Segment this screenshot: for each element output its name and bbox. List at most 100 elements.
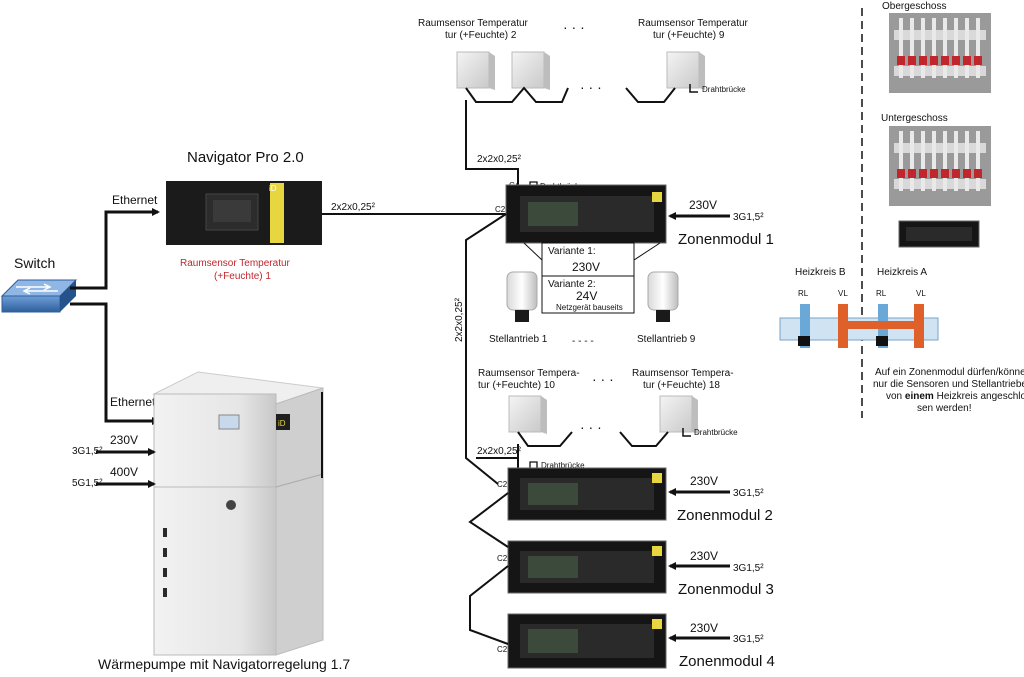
navigator-sensor-label-1: Raumsensor Temperatur	[180, 258, 291, 269]
heizkreis-a-label: Heizkreis A	[877, 267, 927, 278]
variant-2-note: Netzgerät bauseits	[556, 303, 623, 312]
sensor-9-label-1: Raumsensor Temperatur	[638, 18, 749, 29]
note-line-2: nur die Sensoren und Stellantriebe	[873, 379, 1024, 390]
variant-1-value: 230V	[572, 260, 600, 274]
manifold-upper: Obergeschoss	[882, 1, 991, 93]
heat-pump-cable-2: 5G1,5²	[72, 478, 103, 489]
variants-box: Variante 1: 230V Variante 2: 24V Netzger…	[523, 242, 661, 314]
actuator-1-label: Stellantrieb 1	[489, 334, 548, 345]
manifold-valve-cap	[952, 169, 960, 178]
note-line-4: sen werden!	[917, 403, 971, 414]
hydraulic-diagram: Heizkreis B Heizkreis A RL VL RL VL	[779, 267, 939, 348]
manifold-valve-cap	[941, 169, 949, 178]
sensor-2-label-1: Raumsensor Temperatur	[418, 18, 529, 29]
heat-pump-cable-1: 3G1,5²	[72, 446, 103, 457]
heat-pump-voltage-1: 230V	[110, 433, 138, 447]
heat-pump-display	[218, 414, 240, 430]
rl-label-a: RL	[876, 289, 887, 298]
sensor-mid-bridge: Drahtbrücke	[694, 428, 738, 437]
manifold-valve	[921, 18, 925, 78]
sensor-2-label-2: tur (+Feuchte) 2	[445, 30, 517, 41]
zone-1-cable: 3G1,5²	[733, 212, 764, 223]
variant-2-value: 24V	[576, 289, 597, 303]
wire-bridge-top-icon	[689, 84, 698, 93]
manifold-valve	[932, 131, 936, 191]
manifold-valve-cap	[974, 169, 982, 178]
ethernet-label-top: Ethernet	[112, 193, 158, 207]
flow-pipe-a	[914, 304, 924, 348]
return-pipe-b	[800, 304, 810, 348]
bus-cable-top: 2x2x0,25²	[477, 154, 522, 165]
manifold-valve	[954, 131, 958, 191]
room-sensor-18	[659, 395, 698, 434]
switch-label: Switch	[14, 255, 55, 271]
heat-pump-knob	[226, 500, 236, 510]
actuator-9: Stellantrieb 9	[637, 271, 696, 345]
ethernet-links: Ethernet Ethernet	[70, 193, 160, 425]
floor-upper-label: Obergeschoss	[882, 1, 946, 12]
room-sensor-3	[511, 51, 550, 90]
zone-4-c2: C2	[497, 645, 508, 654]
zone-1-c2: C2	[495, 205, 506, 214]
sensor-top-dots-2: · · ·	[580, 79, 602, 95]
zone-4-name: Zonenmodul 4	[679, 653, 775, 670]
heat-pump-caption: Wärmepumpe mit Navigatorregelung 1.7	[98, 656, 350, 672]
manifold-valve-cap	[908, 169, 916, 178]
manifold-valve-cap	[919, 169, 927, 178]
bus-chain-3-4	[469, 565, 509, 645]
manifold-valve	[899, 18, 903, 78]
switch-arrow-icon	[22, 287, 58, 295]
manifold-valve	[943, 18, 947, 78]
manifold-valve-cap	[974, 56, 982, 65]
zone-3-voltage: 230V	[690, 549, 718, 563]
sensor-row-top: Raumsensor Temperatur tur (+Feuchte) 2 ·…	[418, 18, 749, 103]
room-sensor-9	[666, 51, 705, 90]
zone-2-name: Zonenmodul 2	[677, 507, 773, 524]
sensor-9-label-2: tur (+Feuchte) 9	[653, 30, 725, 41]
heat-pump: iD Wärmepumpe mit Navigatorregelung 1.7	[98, 371, 350, 672]
zone-module-1: C2 Zonenmodul 1 230V 3G1,5²	[495, 184, 774, 248]
zone-3-name: Zonenmodul 3	[678, 581, 774, 598]
manifold-valve	[976, 131, 980, 191]
switch-arrow-icon	[16, 283, 52, 291]
manifold-valve	[954, 18, 958, 78]
ethernet-label-bottom: Ethernet	[110, 395, 156, 409]
zone-4-voltage: 230V	[690, 621, 718, 635]
variant-2-label: Variante 2:	[548, 279, 596, 290]
zone-1-voltage: 230V	[689, 198, 717, 212]
zone-2-voltage: 230V	[690, 474, 718, 488]
sensor-top-bridge: Drahtbrücke	[702, 85, 746, 94]
navigator-pro: Navigator Pro 2.0 iD Raumsensor Temperat…	[166, 149, 322, 282]
zone-2-cable: 3G1,5²	[733, 488, 764, 499]
manifold-valve	[910, 18, 914, 78]
manifold-valve	[910, 131, 914, 191]
manifold-valve-cap	[930, 169, 938, 178]
sensor-row-mid: Raumsensor Tempera- tur (+Feuchte) 10 · …	[478, 368, 738, 447]
manifold-valve-cap	[941, 56, 949, 65]
zone-2-c2: C2	[497, 480, 508, 489]
floor-lower-label: Untergeschoss	[881, 113, 948, 124]
zone-module-2: C2 Zonenmodul 2 230V 3G1,5²	[497, 467, 773, 524]
sensor-10-label-2: tur (+Feuchte) 10	[478, 380, 555, 391]
room-sensor-10	[508, 395, 547, 434]
wire-bridge-mid-icon	[682, 428, 691, 437]
sensor-18-label-2: tur (+Feuchte) 18	[643, 380, 720, 391]
navigator-title: Navigator Pro 2.0	[187, 149, 304, 166]
heating-circuit-note: Auf ein Zonenmodul dürfen/können nur die…	[873, 367, 1024, 414]
bus-top	[465, 100, 519, 185]
bus-cable-mid: 2x2x0,25²	[477, 446, 522, 457]
bus-chain-2-3	[468, 492, 509, 548]
manifold-valve	[921, 131, 925, 191]
manifold-valve	[899, 131, 903, 191]
heat-pump-voltage-2: 400V	[110, 465, 138, 479]
vl-label-a: VL	[916, 289, 926, 298]
actuator-1: Stellantrieb 1	[489, 271, 548, 345]
sensor-top-dots: · · ·	[563, 19, 585, 35]
sensor-18-label-1: Raumsensor Tempera-	[632, 368, 734, 379]
manifold-valve	[943, 131, 947, 191]
manifold-valve	[976, 18, 980, 78]
sensor-10-label-1: Raumsensor Tempera-	[478, 368, 580, 379]
sensor-mid-dots: · · ·	[592, 371, 614, 387]
